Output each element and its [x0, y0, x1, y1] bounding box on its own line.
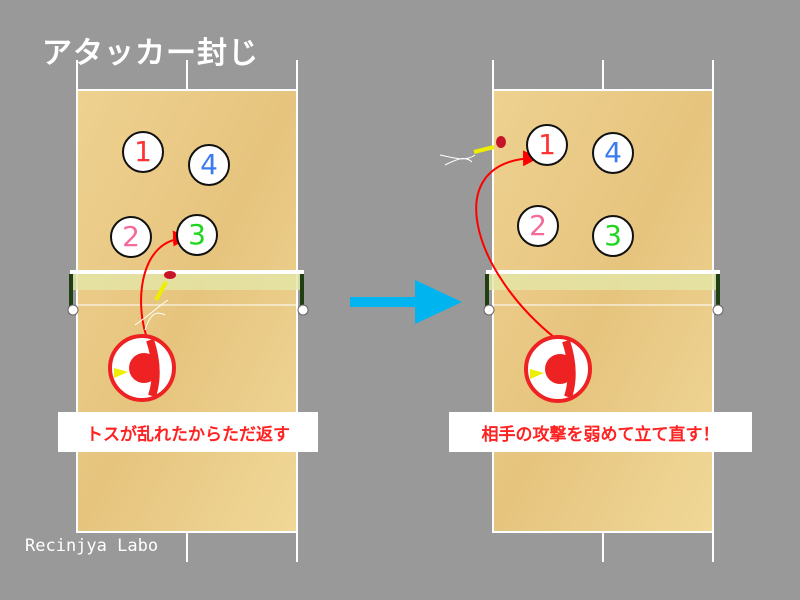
trajectory [140, 230, 189, 336]
position-marker: 2 [110, 216, 152, 258]
player-icon [108, 334, 176, 402]
left-court [67, 60, 309, 562]
transition-arrow [350, 280, 462, 324]
left-caption: トスが乱れたからただ返す [58, 412, 318, 452]
right-caption: 相手の攻撃を弱めて立て直す！ [449, 412, 752, 452]
player-icon [524, 335, 592, 403]
position-marker: 3 [176, 214, 218, 256]
position-marker: 1 [122, 131, 164, 173]
shuttlecock [496, 136, 506, 148]
right-court [439, 60, 724, 562]
position-marker: 2 [517, 205, 559, 247]
trajectory [475, 150, 556, 339]
page-title: アタッカー封じ [42, 36, 259, 71]
watermark: Recinjya Labo [25, 536, 159, 556]
shuttlecock [164, 271, 176, 279]
position-marker: 4 [592, 132, 634, 174]
position-marker: 1 [526, 124, 568, 166]
position-marker: 3 [592, 215, 634, 257]
position-marker: 4 [188, 144, 230, 186]
